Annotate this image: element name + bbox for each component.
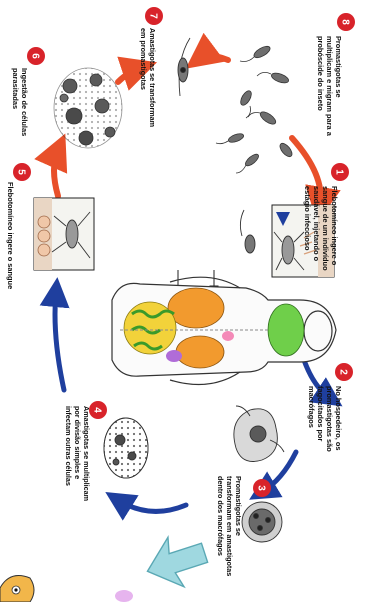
caption-step-7: Amastigotas se transformam em promastigo… (139, 28, 157, 129)
arrow-4-to-5 (55, 292, 64, 390)
arrow-5-to-6 (54, 150, 58, 196)
arrow-6-to-7 (118, 68, 140, 82)
pink-organ (222, 331, 234, 341)
step-number-4: 4 (92, 407, 103, 413)
step-badge-8: 8 (337, 13, 355, 31)
arrow-3-to-4 (118, 500, 186, 511)
caption-step-6: Ingestão de células parasitadas (11, 68, 29, 138)
purple-organ (166, 350, 182, 362)
arrow-7-to-8 (200, 55, 228, 60)
caption-step-4: Amastigotas se multiplicam por divisão s… (64, 406, 91, 503)
step-number-6: 6 (30, 53, 41, 59)
step-badge-3: 3 (253, 479, 271, 497)
macrophage-icon (234, 406, 284, 462)
step-badge-5: 5 (13, 163, 31, 181)
purple-decoration (115, 590, 133, 602)
step-badge-6: 6 (27, 47, 45, 65)
step-number-5: 5 (16, 169, 27, 175)
step-badge-7: 7 (145, 7, 163, 25)
parasitized-cells-icon (54, 68, 122, 148)
caption-step-3: Promastigotas se transformam em amastigo… (216, 476, 243, 578)
promastigote-icon (178, 38, 190, 96)
spleen-orange-organ (176, 336, 224, 368)
lung-green-organ (268, 304, 304, 356)
caption-step-2: No hospedeiro, os promastigotas são fago… (307, 386, 343, 454)
caption-step-8: Promastigotas se multiplicam e migram pa… (316, 36, 343, 138)
step-badge-1: 1 (331, 163, 349, 181)
amastigote-multiplication-icon (104, 418, 148, 478)
step-badge-2: 2 (335, 363, 353, 381)
macrophage-amastigotes-icon (242, 502, 282, 542)
step-number-3: 3 (256, 485, 267, 491)
promastigote-icon (240, 210, 255, 253)
step-number-7: 7 (148, 13, 159, 19)
liver-orange-organ (168, 288, 224, 328)
human-body-icon (112, 277, 336, 384)
caption-step-5: Flebotomíneo ingere o sangue (6, 182, 15, 289)
step-number-1: 1 (334, 169, 345, 175)
sandfly-feeding-box (34, 198, 94, 270)
step-number-8: 8 (340, 19, 351, 25)
promastigote-cluster-icon (216, 44, 294, 173)
step-number-2: 2 (338, 369, 349, 375)
teal-arrow-icon[interactable] (139, 528, 212, 596)
head (304, 311, 332, 351)
cartoon-character-icon (0, 576, 34, 602)
